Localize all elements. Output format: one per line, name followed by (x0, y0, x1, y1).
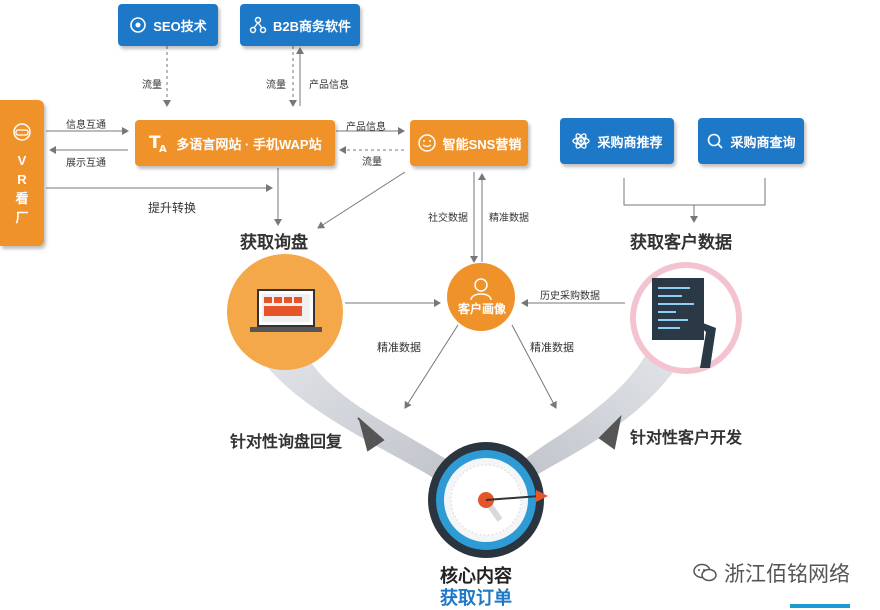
vr-char-2: R (17, 172, 27, 187)
buyer-search-label: 采购商查询 (730, 134, 796, 150)
label-social-data: 社交数据 (428, 213, 468, 224)
buyer-bracket (623, 178, 766, 206)
label-product-info-b2b: 产品信息 (309, 80, 349, 91)
heading-get-orders: 获取订单 (440, 588, 512, 608)
wechat-icon (692, 562, 718, 584)
heading-core-content: 核心内容 (440, 566, 512, 586)
vr-headset-icon (12, 122, 32, 147)
atom-icon (571, 131, 591, 151)
watermark-text: 浙江佰铭网络 (724, 563, 850, 586)
chevron-left (357, 417, 385, 452)
buyer-recommend-label: 采购商推荐 (597, 134, 663, 150)
svg-text:T: T (149, 133, 161, 153)
seo-icon (129, 16, 147, 34)
label-display-exchange: 展示互通 (66, 158, 106, 169)
sns-marketing-box: 智能SNS营销 (410, 120, 528, 166)
network-icon (249, 16, 267, 34)
vr-char-4: 厂 (15, 210, 29, 225)
website-label: 多语言网站 · 手机WAP站 (176, 136, 322, 152)
target-icon (428, 442, 548, 558)
heading-get-customer-data: 获取客户数据 (630, 233, 732, 252)
chevron-right (598, 414, 622, 450)
label-improve-conversion: 提升转换 (148, 201, 197, 215)
sns-label: 智能SNS营销 (442, 136, 522, 152)
funnel-left (238, 320, 500, 520)
label-product-info-sns: 产品信息 (346, 122, 386, 133)
vr-char-3: 看 (15, 191, 29, 206)
heading-get-inquiry: 获取询盘 (240, 233, 308, 252)
label-precise-data-sns: 精准数据 (489, 213, 529, 224)
buyer-search-box: 采购商查询 (698, 118, 804, 164)
b2b-software-box: B2B商务软件 (240, 4, 360, 46)
watermark: 浙江佰铭网络 (692, 558, 850, 588)
search-icon (706, 132, 724, 150)
heading-targeted-dev: 针对性客户开发 (630, 430, 743, 447)
customer-profile-label: 客户画像 (458, 302, 507, 316)
seo-label: SEO技术 (153, 18, 207, 34)
seo-technology-box: SEO技术 (118, 4, 218, 46)
svg-text:A: A (159, 144, 167, 154)
heading-targeted-reply: 针对性询盘回复 (230, 434, 343, 451)
vr-char-1: V (17, 153, 27, 168)
smiley-icon (417, 133, 437, 153)
label-precise-data-left: 精准数据 (377, 342, 421, 354)
arrow-sns-inquiry (317, 171, 406, 229)
corner-bar (790, 604, 850, 608)
b2b-label: B2B商务软件 (272, 18, 351, 34)
customer-profile-node (447, 263, 515, 331)
customer-data-illustration (630, 262, 742, 374)
label-history-purchase: 历史采购数据 (540, 291, 600, 302)
inquiry-illustration (227, 254, 343, 370)
label-traffic-b2b: 流量 (266, 80, 286, 91)
vr-factory-box: V R 看 厂 (0, 100, 44, 246)
label-traffic-seo: 流量 (142, 80, 162, 91)
label-traffic-sns: 流量 (362, 157, 382, 168)
buyer-recommend-box: 采购商推荐 (560, 118, 674, 164)
label-info-exchange: 信息互通 (66, 120, 106, 131)
arrow-profile-right (511, 324, 557, 409)
arrow-profile-left (404, 324, 459, 409)
label-precise-data-right: 精准数据 (530, 342, 574, 354)
